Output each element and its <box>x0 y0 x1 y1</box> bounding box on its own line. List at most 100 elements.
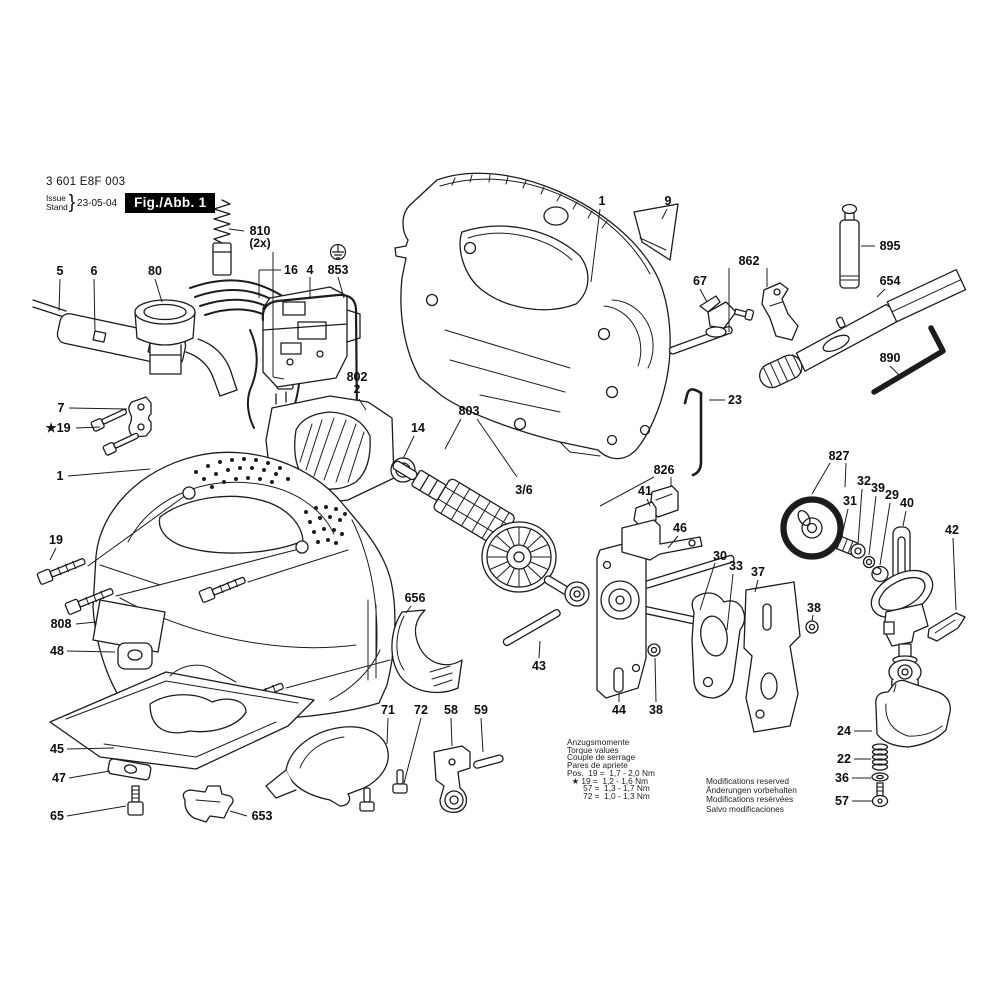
drawing-header: 3 601 E8F 003 Issue Stand } 23-05-04 Fig… <box>46 176 216 214</box>
pin-44-drawing <box>613 667 624 693</box>
modifications-note-line: Änderungen vorbehalten <box>706 785 797 796</box>
base-screw-drawing <box>127 785 144 816</box>
leader-line <box>590 208 601 283</box>
clip-42-drawing <box>927 612 966 642</box>
leader-line <box>667 535 679 549</box>
leader-line <box>386 717 389 745</box>
torque-note-line: ★ 19 = 1,2 - 1,6 Nm <box>567 775 648 786</box>
ring-39-drawing <box>862 555 876 569</box>
wire-23-drawing <box>683 388 703 477</box>
leader-line <box>879 502 891 566</box>
leader-lines <box>49 208 957 817</box>
leader-line <box>844 462 847 488</box>
leader-line <box>75 426 101 429</box>
bushing-29-drawing <box>871 565 889 583</box>
leader-line <box>646 498 651 507</box>
leader-line <box>49 547 57 561</box>
leader-line <box>66 805 127 817</box>
hex-key-drawing <box>871 325 946 395</box>
bracket-46-drawing <box>621 519 703 561</box>
cable-clamp-drawing <box>90 396 152 456</box>
suppressor-capacitor-drawing <box>134 299 196 375</box>
guard-bracket-drawing <box>265 726 389 807</box>
guard-screws-drawing <box>359 769 408 812</box>
leader-line <box>654 657 657 703</box>
leader-line <box>93 278 96 333</box>
gear-drawing <box>780 496 859 560</box>
torque-note-line: 72 = 1,0 - 1,3 Nm <box>567 790 650 801</box>
leader-line <box>68 770 111 779</box>
washer-36-drawing <box>871 772 889 782</box>
issue-stand-label: Issue Stand <box>46 193 68 212</box>
leader-line <box>75 621 97 625</box>
clamp-plate-drawing <box>107 758 152 781</box>
support-bearing-drawing <box>564 581 590 607</box>
roller-lever-drawing <box>433 745 471 813</box>
leader-line <box>857 488 863 545</box>
earth-ground-icon <box>329 243 347 261</box>
terminal-41-drawing <box>633 485 679 527</box>
leader-line <box>403 717 422 784</box>
leader-line <box>902 510 907 527</box>
washer-32-drawing <box>850 543 866 559</box>
leader-line <box>661 208 668 220</box>
armature-drawing <box>392 460 571 596</box>
support-plate-drawing <box>743 581 801 733</box>
tool-654-drawing <box>759 269 967 389</box>
upper-housing-drawing <box>394 172 671 460</box>
issue-date: 23-05-04 <box>77 197 118 209</box>
grease-tube-drawing <box>839 203 860 289</box>
torque-note-line: 57 = 1,3 - 1,7 Nm <box>567 783 650 794</box>
issue-brace: } <box>68 192 76 213</box>
torque-note-line: Couple de serrage <box>567 752 636 763</box>
leader-line <box>272 376 285 380</box>
leader-line <box>699 562 716 611</box>
torque-note-line: Pares de apriete <box>567 760 628 771</box>
drawing-number: 3 601 E8F 003 <box>46 176 126 188</box>
rod-43-drawing <box>502 608 561 647</box>
leader-line <box>599 476 655 507</box>
torque-note-line: Pos. 19 = 1,7 - 2,0 Nm <box>567 767 655 778</box>
square-nut-drawing <box>117 642 153 670</box>
leader-line <box>154 278 163 303</box>
modifications-note-line: Modifications resérvées <box>706 794 794 805</box>
screw-57-drawing <box>871 782 889 808</box>
leader-line <box>726 573 734 631</box>
nameplate-drawing <box>92 599 166 653</box>
leader-line <box>337 276 345 299</box>
leader-line <box>66 747 115 750</box>
roller-pin-drawing <box>473 754 504 769</box>
leader-line <box>58 278 61 312</box>
modifications-note-line: Modifications reserved <box>706 776 790 786</box>
leader-line <box>68 407 128 410</box>
modifications-note-line: Salvo modificaciones <box>706 803 784 814</box>
leader-line <box>480 717 484 753</box>
leader-line <box>842 508 849 532</box>
leader-line <box>66 650 116 653</box>
leader-line <box>889 365 902 378</box>
leader-line <box>450 717 453 747</box>
leader-line <box>444 418 462 450</box>
leader-line <box>754 579 759 593</box>
washer-38-right-drawing <box>805 620 819 634</box>
contact-shoe-drawing <box>875 679 951 748</box>
leader-line <box>811 614 814 622</box>
torque-note-line: Torque values <box>567 744 619 755</box>
leader-line <box>229 810 248 817</box>
splinter-guard-drawing <box>182 785 234 823</box>
leader-line <box>811 462 831 495</box>
leader-line <box>228 228 245 232</box>
leader-line <box>476 418 518 478</box>
fan-cover-drawing <box>391 609 463 694</box>
figure-label: Fig./Abb. 1 <box>125 193 216 213</box>
power-cord-drawing <box>32 299 67 318</box>
spring-22-drawing <box>871 743 889 771</box>
leader-line <box>699 288 708 303</box>
leader-line <box>538 640 541 659</box>
stroke-rod-drawing <box>870 526 934 701</box>
leader-line <box>402 435 415 460</box>
lever-862-drawing <box>733 282 799 341</box>
